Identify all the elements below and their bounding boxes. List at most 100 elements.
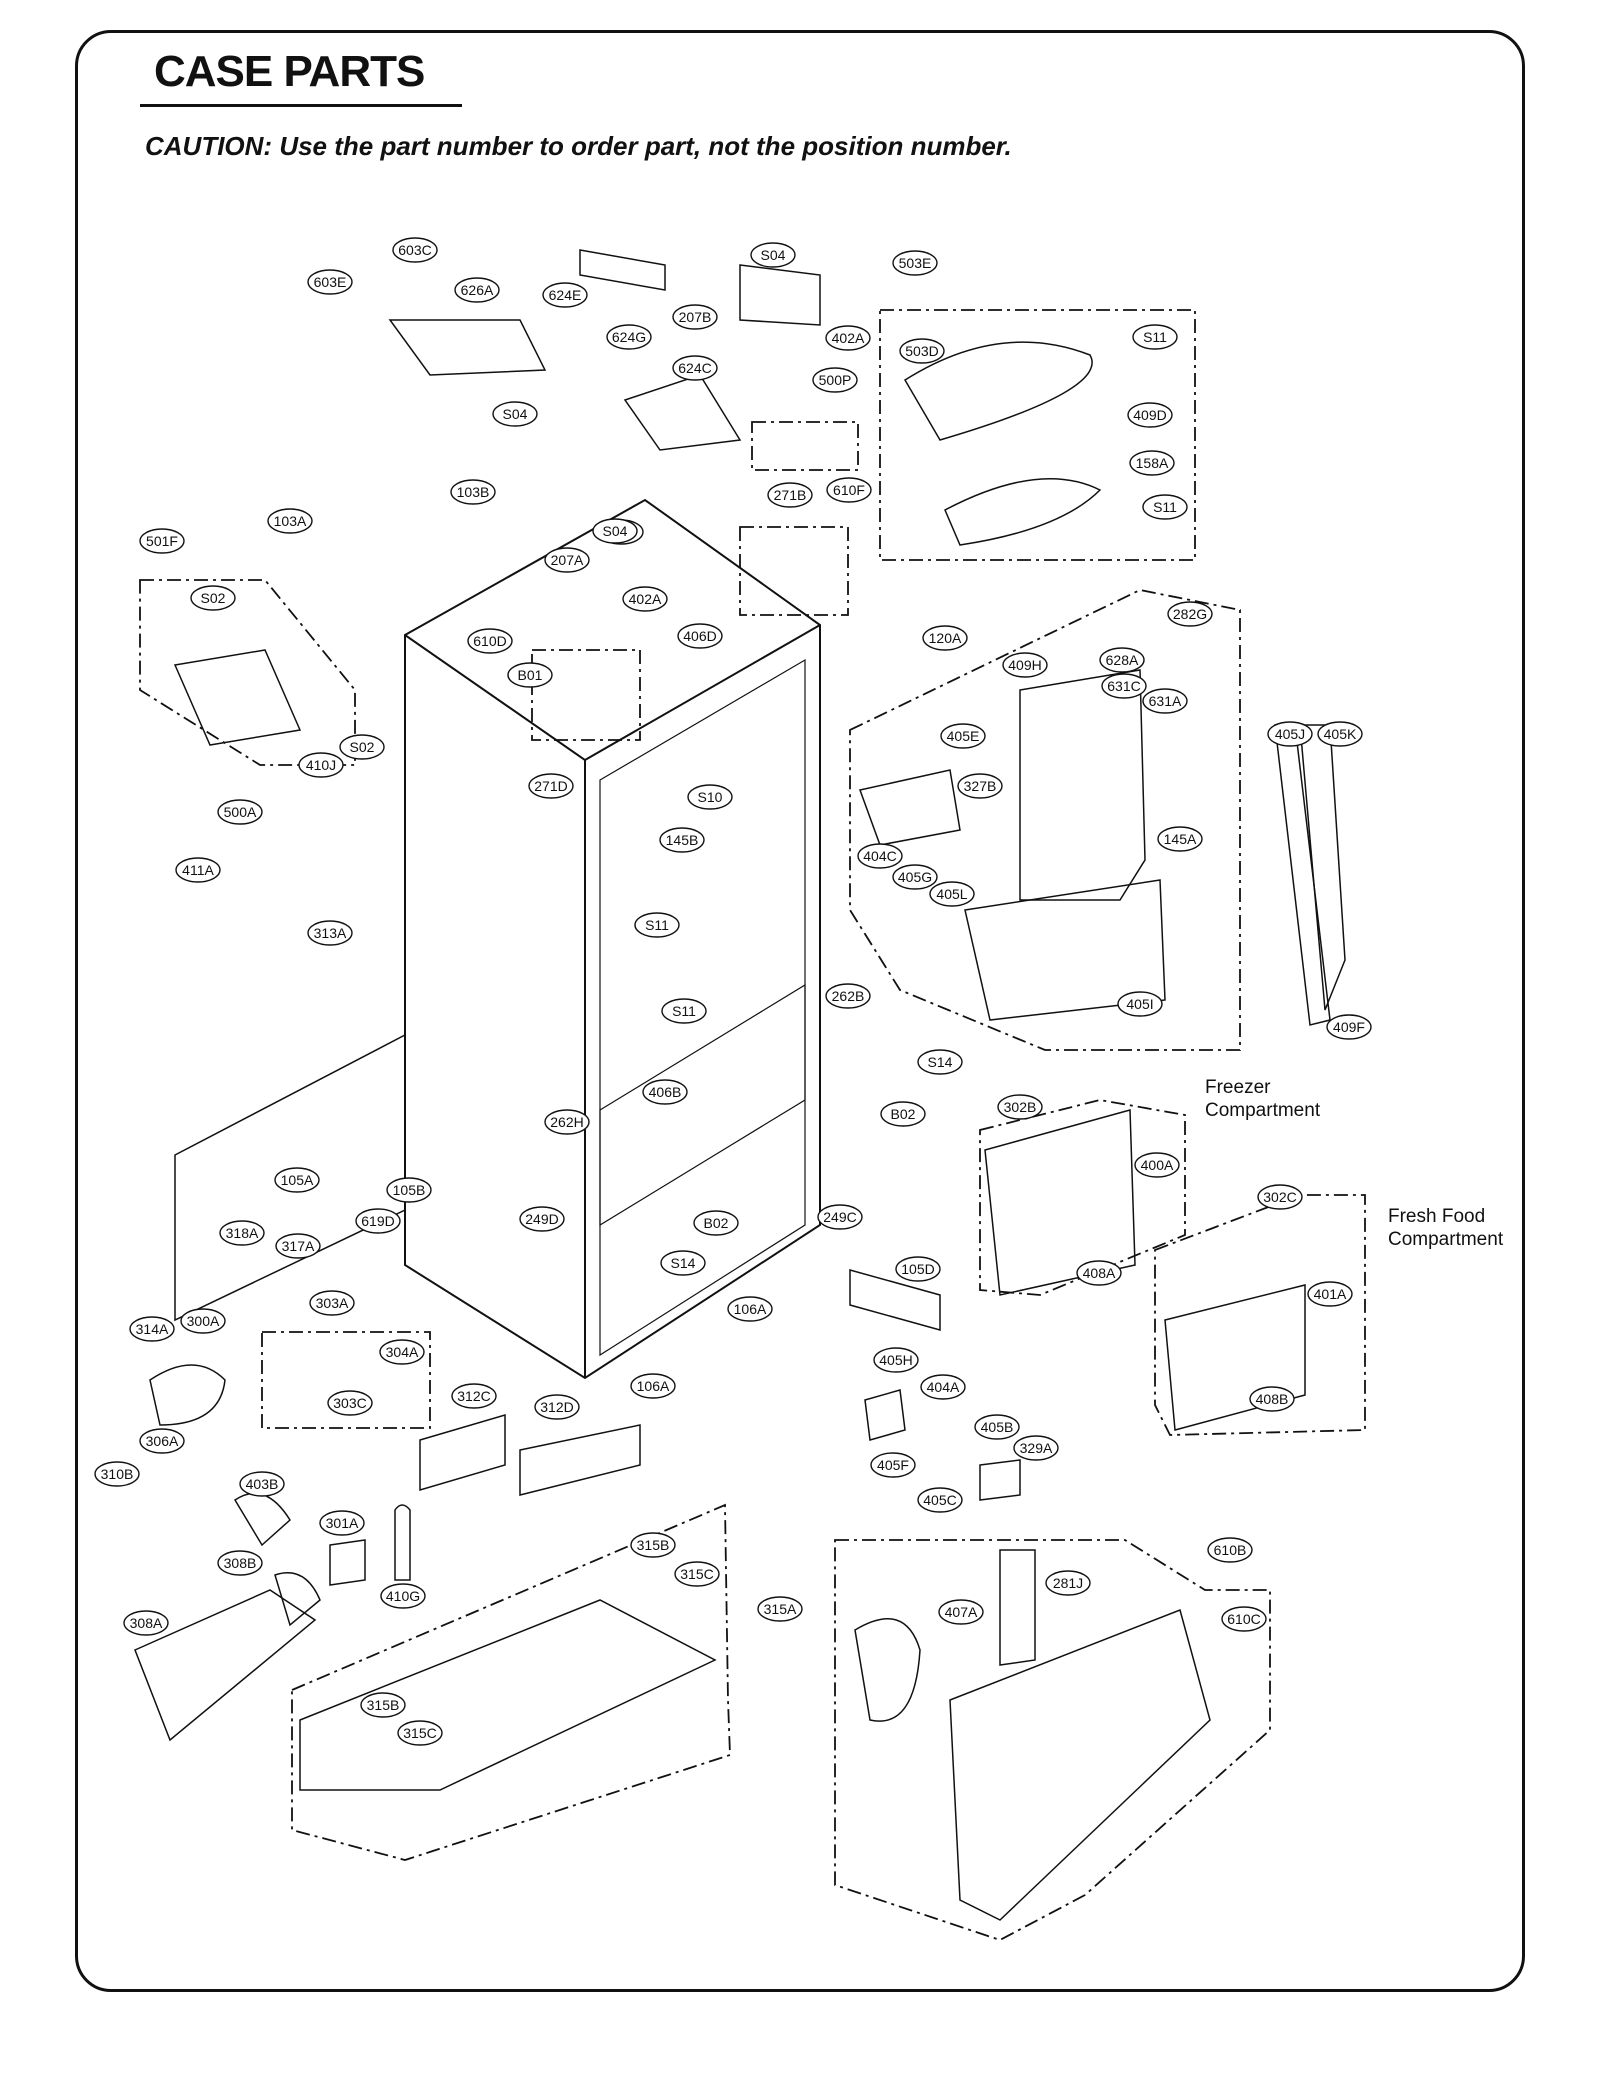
- callout-label: 302B: [1004, 1099, 1037, 1115]
- callout-label: 409D: [1133, 407, 1166, 423]
- part-callout: 624C: [672, 355, 718, 381]
- base-120a: [964, 879, 1166, 1021]
- callout-label: 271B: [774, 487, 807, 503]
- part-callout: 310B: [94, 1461, 140, 1487]
- callout-label: 249C: [823, 1209, 856, 1225]
- fan-cover-503d: [903, 341, 1093, 441]
- callout-label: 409H: [1008, 657, 1041, 673]
- callout-label: S11: [1153, 499, 1177, 515]
- part-callout: 207B: [672, 304, 718, 330]
- callout-bubble: [1076, 1260, 1122, 1286]
- callout-bubble: [880, 1101, 926, 1127]
- callout-bubble: [1142, 688, 1188, 714]
- duct-120a: [1019, 669, 1146, 901]
- callout-bubble: [757, 1596, 803, 1622]
- callout-label: 207B: [679, 309, 712, 325]
- callout-bubble: [1132, 324, 1178, 350]
- page-frame: [75, 30, 1525, 1992]
- part-callout: 106A: [630, 1373, 676, 1399]
- callout-bubble: [360, 1692, 406, 1718]
- callout-label: 262B: [832, 988, 865, 1004]
- callout-label: 105D: [901, 1261, 934, 1277]
- callout-label: 631A: [1149, 693, 1182, 709]
- evaporator-408a: [984, 1109, 1136, 1296]
- part-callout: 503D: [899, 338, 945, 364]
- cover-624c: [623, 374, 742, 451]
- callout-label: 106A: [637, 1378, 670, 1394]
- callout-bubble: [519, 1206, 565, 1232]
- part-callout: 406B: [642, 1079, 688, 1105]
- callout-label: 610F: [833, 482, 865, 498]
- tray-501f: [173, 649, 302, 746]
- callout-bubble: [693, 1210, 739, 1236]
- callout-bubble: [544, 547, 590, 573]
- rail-105d: [849, 1269, 941, 1331]
- callout-label: 628A: [1106, 652, 1139, 668]
- part-callout: 105D: [895, 1256, 941, 1282]
- callout-bubble: [239, 1471, 285, 1497]
- part-callout: 411A: [175, 857, 221, 883]
- callout-label: 103B: [457, 484, 490, 500]
- part-callout: 103A: [267, 508, 313, 534]
- callout-bubble: [920, 1374, 966, 1400]
- part-callout: 303A: [309, 1290, 355, 1316]
- callout-bubble: [660, 1250, 706, 1276]
- title-underline: [140, 104, 462, 107]
- callout-bubble: [592, 518, 638, 544]
- callout-bubble: [892, 250, 938, 276]
- cabinet-outline: [404, 498, 821, 1380]
- part-callout: S11: [1132, 324, 1178, 350]
- callout-label: S02: [201, 590, 226, 606]
- callout-bubble: [544, 1109, 590, 1135]
- callout-bubble: [1249, 1386, 1295, 1412]
- callout-bubble: [940, 723, 986, 749]
- callout-bubble: [642, 1079, 688, 1105]
- part-callout: 405F: [870, 1452, 916, 1478]
- evaporator-408b: [1164, 1284, 1306, 1431]
- part-callout: 308A: [123, 1610, 169, 1636]
- callout-bubble: [929, 881, 975, 907]
- callout-label: 282G: [1173, 606, 1207, 622]
- callout-label: 501F: [146, 533, 178, 549]
- callout-label: 303A: [316, 1295, 349, 1311]
- shelf-626a: [388, 319, 547, 376]
- callout-bubble: [974, 1414, 1020, 1440]
- part-callout: 327B: [957, 773, 1003, 799]
- part-callout: 103B: [450, 479, 496, 505]
- callout-bubble: [450, 479, 496, 505]
- part-callout: 304A: [379, 1339, 425, 1365]
- callout-label: 145B: [666, 832, 699, 848]
- freezer-liner: [599, 983, 806, 1357]
- callout-bubble: [454, 277, 500, 303]
- callout-bubble: [139, 528, 185, 554]
- callout-bubble: [873, 1347, 919, 1373]
- callout-bubble: [606, 324, 652, 350]
- motor-405b: [979, 1459, 1021, 1501]
- fan-blade-403b: [233, 1492, 291, 1547]
- part-callout: S04: [492, 401, 538, 427]
- callout-bubble: [1157, 826, 1203, 852]
- fresh-food-liner: [599, 658, 806, 1227]
- part-callout: 624E: [542, 282, 588, 308]
- callout-label: 158A: [1136, 455, 1169, 471]
- callout-label: 407A: [945, 1604, 978, 1620]
- callout-label: S14: [928, 1054, 953, 1070]
- callout-label: 308A: [130, 1615, 163, 1631]
- callout-bubble: [397, 1720, 443, 1746]
- callout-bubble: [957, 773, 1003, 799]
- callout-label: 405J: [1275, 726, 1305, 742]
- callout-label: 405K: [1324, 726, 1357, 742]
- cabinet-top-edge: [584, 624, 821, 761]
- part-callout: 603E: [307, 269, 353, 295]
- callout-bubble: [139, 1428, 185, 1454]
- part-callout: 405H: [873, 1347, 919, 1373]
- callout-label: 400A: [1141, 1157, 1174, 1173]
- callout-bubble: [542, 282, 588, 308]
- part-callout: 262B: [825, 983, 871, 1009]
- callout-bubble: [123, 1610, 169, 1636]
- callout-bubble: [1101, 673, 1147, 699]
- section-label-fresh-food-compartment: Compartment: [1388, 1229, 1504, 1250]
- group-302b: [979, 1099, 1186, 1296]
- callout-label: 402A: [629, 591, 662, 607]
- part-callout: 105B: [386, 1177, 432, 1203]
